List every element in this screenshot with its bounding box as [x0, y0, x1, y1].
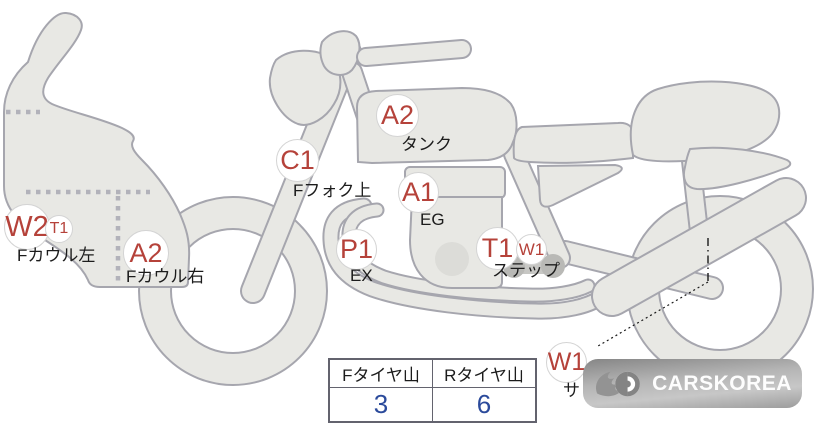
- rear-tire-value: 6: [432, 387, 537, 423]
- part-label-ex: EX: [350, 266, 373, 285]
- damage-code-a2-tank: A2: [376, 94, 419, 137]
- damage-code-w1-silencer: W1: [546, 342, 587, 383]
- part-label-eg: EG: [420, 210, 445, 229]
- part-label-f-cowl-left: Fカウル左: [17, 246, 96, 265]
- rear-seat-cowl: [629, 80, 781, 163]
- part-label-f-fork-top: Fフォク上: [293, 181, 372, 200]
- seat: [512, 121, 634, 164]
- part-label-step: ステップ: [492, 261, 560, 280]
- rear-tire-header: Rタイヤ山: [432, 358, 537, 388]
- watermark-text: CARSKOREA: [652, 371, 792, 395]
- damage-code-p1: P1: [336, 229, 377, 270]
- carskorea-flame-wheel-icon: [596, 371, 640, 396]
- cowl-split-dashed-lines: [6, 109, 150, 283]
- front-tire-value: 3: [328, 387, 433, 423]
- damage-subcode-t1: T1: [45, 215, 73, 243]
- tail-fender: [682, 146, 792, 191]
- damage-code-c1: C1: [276, 139, 319, 182]
- part-label-tank: タンク: [401, 135, 452, 154]
- damage-code-t1-step: T1: [476, 227, 519, 270]
- handlebar: [356, 39, 472, 67]
- tire-tread-table: Fタイヤ山 Rタイヤ山 3 6: [328, 358, 537, 423]
- mirror: [319, 30, 361, 76]
- muffler: [591, 177, 807, 317]
- watermark-badge: CARSKOREA: [583, 359, 802, 408]
- rear-frame-tube: [503, 143, 571, 269]
- damage-code-w2: W2: [4, 204, 50, 250]
- side-cover: [536, 163, 623, 208]
- damage-code-a1: A1: [398, 172, 439, 213]
- front-tire-header: Fタイヤ山: [328, 358, 433, 388]
- part-label-silencer-partial: サ: [563, 381, 580, 400]
- leader-line: [597, 238, 709, 347]
- damage-subcode-w1-step: W1: [516, 234, 547, 265]
- damage-code-a2-cowl: A2: [123, 230, 169, 276]
- part-label-f-cowl-right: Fカウル右: [126, 267, 205, 286]
